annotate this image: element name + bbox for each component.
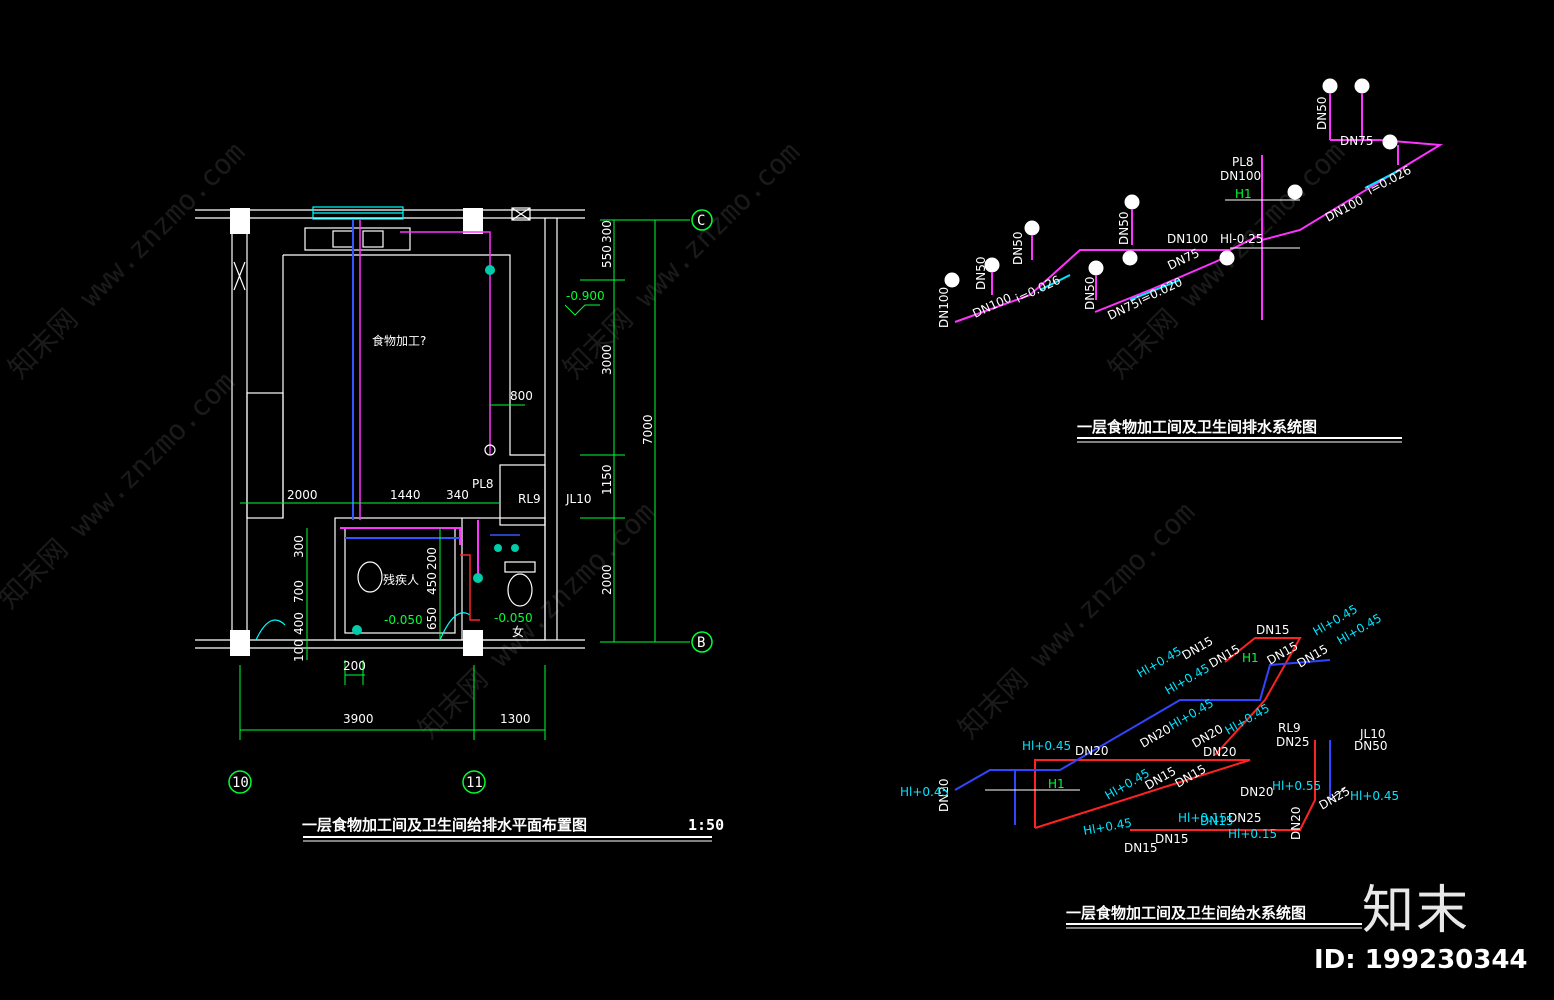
dim-700: 700 xyxy=(292,580,306,603)
label: DN15 xyxy=(1155,832,1189,846)
grid-label-10: 10 xyxy=(232,775,249,791)
label: DN20 xyxy=(1203,745,1237,759)
dim-340: 340 xyxy=(446,488,469,502)
label: DN50 xyxy=(1117,212,1131,246)
dim-1440: 1440 xyxy=(390,488,421,502)
dim-400: 400 xyxy=(292,612,306,635)
watermark: 知末网 www.znzmo.com xyxy=(0,365,241,615)
dim-3000: 3000 xyxy=(600,344,614,375)
dim-550: 550 xyxy=(600,245,614,268)
toilet-b-label: 女 xyxy=(512,624,524,639)
dim-3900: 3900 xyxy=(343,712,374,726)
dim-7000: 7000 xyxy=(641,414,655,445)
supply-text: 一层食物加工间及卫生间给水系统图 DN15 Hl+0.45 Hl+0.45 DN… xyxy=(900,602,1399,922)
dim-1150: 1150 xyxy=(600,464,614,495)
dim-1300: 1300 xyxy=(500,712,531,726)
grid-label-c: C xyxy=(697,213,705,229)
label: DN25 xyxy=(1276,735,1310,749)
label: DN50 xyxy=(1083,277,1097,311)
pipe-label-jl10: JL10 xyxy=(565,492,592,506)
image-id-text: ID: 199230344 xyxy=(1314,945,1528,975)
label: DN15 xyxy=(1256,623,1290,637)
plan-title: 一层食物加工间及卫生间给排水平面布置图 xyxy=(302,816,587,834)
plan-scale: 1:50 xyxy=(688,816,724,834)
label: DN15 xyxy=(1295,642,1331,671)
dim-2000-vertical: 2000 xyxy=(600,564,614,595)
label: DN25 xyxy=(1317,784,1353,813)
dim-800-b: 300 xyxy=(292,535,306,558)
label: Hl+0.45 xyxy=(900,785,949,799)
watermark: 知末网 www.znzmo.com xyxy=(412,495,662,745)
label: RL9 xyxy=(1278,721,1301,735)
label: DN75 xyxy=(1340,134,1374,148)
label: DN50 xyxy=(974,257,988,291)
label: DN20 xyxy=(1289,807,1303,841)
drainage-title: 一层食物加工间及卫生间排水系统图 xyxy=(1077,418,1317,436)
watermarks: 知末网 www.znzmo.com 知末网 www.znzmo.com 知末网 … xyxy=(0,135,1351,745)
label: Hl+0.45 xyxy=(1135,644,1185,681)
room-label: 食物加工? xyxy=(372,333,426,348)
dim-100: 100 xyxy=(292,639,306,662)
label: Hl+0.45 xyxy=(1082,816,1133,838)
label: Hl+0.15 xyxy=(1178,811,1227,825)
label: Hl+0.45 xyxy=(1350,789,1399,803)
watermark: 知末网 www.znzmo.com xyxy=(952,495,1202,745)
supply-title: 一层食物加工间及卫生间给水系统图 xyxy=(1066,904,1306,922)
level-mark: -0.050 xyxy=(494,611,533,625)
label: Hl+0.45 xyxy=(1223,701,1273,738)
dim-800: 800 xyxy=(510,389,533,403)
label: DN15 xyxy=(1173,762,1209,791)
label: DN20 xyxy=(1240,785,1274,799)
dim-300: 300 xyxy=(600,220,614,243)
label: Hl+0.55 xyxy=(1272,779,1321,793)
label: DN50 xyxy=(1354,739,1388,753)
label: i=0.026 xyxy=(1013,273,1062,306)
label: i=0.026 xyxy=(1365,163,1414,198)
label: DN20 xyxy=(1138,722,1174,751)
label: DN100 xyxy=(1167,232,1208,246)
floor-plan xyxy=(195,206,713,842)
label: DN100 xyxy=(1323,193,1366,225)
watermark: 知末网 www.znzmo.com xyxy=(2,135,252,385)
label: DN100 xyxy=(970,291,1013,321)
level-mark: -0.900 xyxy=(566,289,605,303)
pipe-label-pl8: PL8 xyxy=(472,477,494,491)
label: H1 xyxy=(1048,777,1065,791)
label: DN25 xyxy=(1228,811,1262,825)
label: H1 xyxy=(1242,651,1259,665)
label: DN20 xyxy=(937,779,951,813)
pipe-label-rl9: RL9 xyxy=(518,492,541,506)
label: Hl+0.15 xyxy=(1228,827,1277,841)
label: PL8 xyxy=(1232,155,1254,169)
dim-200: 200 xyxy=(343,659,366,673)
drainage-text: 一层食物加工间及卫生间排水系统图 PL8 DN100 H1 DN75 DN100… xyxy=(937,97,1414,437)
watermark: 知末网 www.znzmo.com xyxy=(557,135,807,385)
toilet-label: 残疾人 xyxy=(383,572,419,587)
supply-system-diagram xyxy=(954,637,1362,929)
label: DN15 xyxy=(1124,841,1158,855)
label: DN50 xyxy=(1011,232,1025,266)
label: DN100 xyxy=(1220,169,1261,183)
label: Hl+0.45 xyxy=(1022,739,1071,753)
level-mark: -0.050 xyxy=(384,613,423,627)
dim-650: 650 xyxy=(425,607,439,630)
label: H1 xyxy=(1235,187,1252,201)
dim-2000: 2000 xyxy=(287,488,318,502)
plan-text: 食物加工? 残疾人 女 一层食物加工间及卫生间给排水平面布置图 1:50 C B… xyxy=(232,213,724,834)
label: Hl-0.25 xyxy=(1220,232,1263,246)
drainage-system-diagram xyxy=(944,78,1444,443)
site-logo: 知末 xyxy=(1362,881,1471,941)
grid-label-b: B xyxy=(697,635,705,651)
grid-label-11: 11 xyxy=(466,775,483,791)
dim-200-b: 200 xyxy=(425,547,439,570)
label: DN15 xyxy=(1200,814,1234,828)
label: JL10 xyxy=(1359,727,1386,741)
label: DN20 xyxy=(1075,744,1109,758)
label: DN50 xyxy=(1315,97,1329,131)
label: Hl+0.45 xyxy=(1163,661,1213,698)
dim-450: 450 xyxy=(425,572,439,595)
label: DN100 xyxy=(937,287,951,328)
